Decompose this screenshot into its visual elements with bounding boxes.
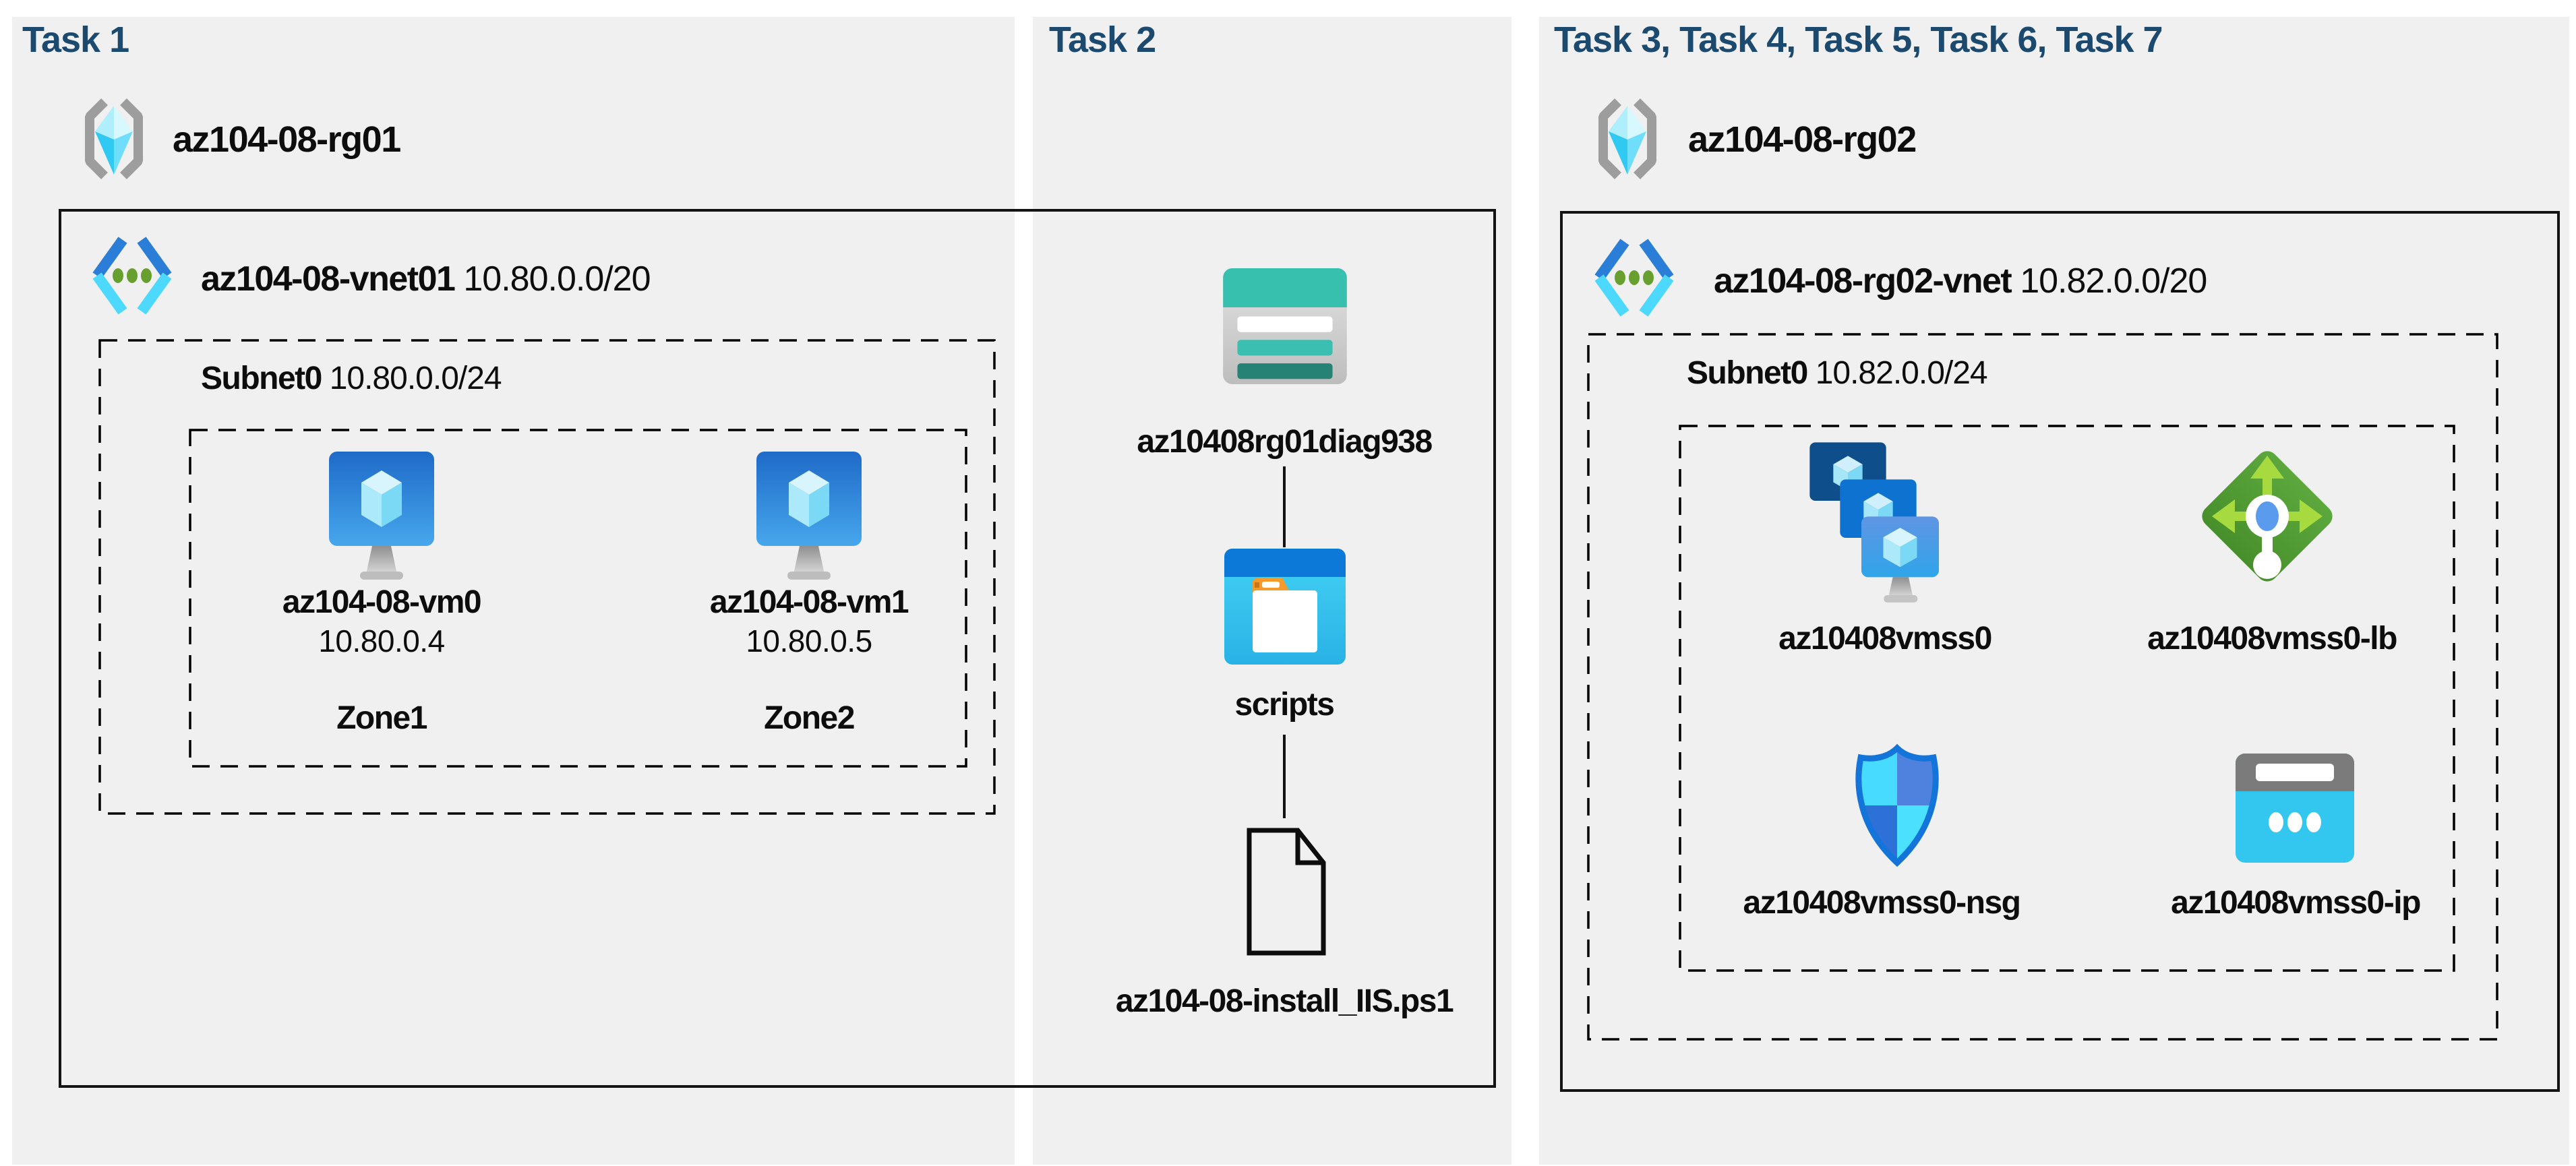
script-file-icon <box>1242 825 1330 962</box>
nsg-icon <box>1846 741 1948 873</box>
virtual-network-icon <box>89 236 175 319</box>
vnet01-box <box>59 209 1496 1088</box>
nsg-label: az10408vmss0-nsg <box>1743 885 2021 921</box>
task1-panel <box>12 17 1015 1165</box>
public-ip-icon <box>2236 754 2354 866</box>
connector-scripts-file <box>1283 735 1286 818</box>
task2-heading: Task 2 <box>1049 20 1156 60</box>
vm0-ip: 10.80.0.4 <box>318 623 445 658</box>
vnet01-cidr: 10.80.0.0/20 <box>463 259 651 299</box>
vm1-icon <box>755 450 863 588</box>
connector-storage-scripts <box>1283 466 1286 547</box>
vmss-group-dashed-box <box>1679 425 2455 972</box>
scripts-container-icon <box>1224 549 1346 668</box>
load-balancer-icon <box>2191 437 2343 599</box>
storage-account-icon <box>1223 268 1347 388</box>
subnet0-rg02-cidr: 10.82.0.0/24 <box>1815 355 1988 391</box>
virtual-network-icon <box>1591 238 1677 321</box>
vmss-label: az10408vmss0 <box>1778 621 1992 656</box>
rg01-label: az104-08-rg01 <box>173 119 401 160</box>
script-file-label: az104-08-install_IIS.ps1 <box>1115 983 1454 1019</box>
vm0-name: az104-08-vm0 <box>282 584 482 620</box>
task3-panel <box>1539 17 2569 1165</box>
task3-heading: Task 3, Task 4, Task 5, Task 6, Task 7 <box>1554 20 2163 60</box>
rg02-vnet-label: az104-08-rg02-vnet 10.82.0.0/20 <box>1714 261 2207 301</box>
vm0-zone: Zone1 <box>336 700 427 736</box>
task1-heading: Task 1 <box>22 20 129 60</box>
vm-group-dashed-box <box>189 429 967 768</box>
vnet01-name: az104-08-vnet01 <box>201 259 456 299</box>
load-balancer-label: az10408vmss0-lb <box>2147 621 2397 656</box>
vmss-icon <box>1804 437 1939 609</box>
rg02-label: az104-08-rg02 <box>1688 119 1917 160</box>
public-ip-label: az10408vmss0-ip <box>2171 885 2421 921</box>
vm1-ip: 10.80.0.5 <box>746 623 872 658</box>
subnet0-label: Subnet0 10.80.0.0/24 <box>201 360 502 397</box>
resource-group-icon <box>1592 96 1663 185</box>
rg02-vnet-name: az104-08-rg02-vnet <box>1714 262 2012 301</box>
vnet01-label: az104-08-vnet01 10.80.0.0/20 <box>201 259 651 299</box>
resource-group-icon <box>79 96 149 185</box>
vm1-name: az104-08-vm1 <box>709 584 909 620</box>
subnet0-dashed-box <box>98 339 996 815</box>
rg02-vnet-box <box>1560 211 2560 1092</box>
subnet0-rg02-label: Subnet0 10.82.0.0/24 <box>1687 355 1988 392</box>
storage-account-label: az10408rg01diag938 <box>1137 424 1433 460</box>
subnet0-name: Subnet0 <box>201 361 322 396</box>
subnet0-rg02-name: Subnet0 <box>1687 355 1808 391</box>
vm1-zone: Zone2 <box>764 700 855 736</box>
subnet0-rg02-dashed-box <box>1587 333 2498 1041</box>
rg02-vnet-cidr: 10.82.0.0/20 <box>2020 262 2207 301</box>
scripts-label: scripts <box>1234 687 1335 723</box>
subnet0-cidr: 10.80.0.0/24 <box>329 361 502 396</box>
vm0-icon <box>328 450 436 588</box>
